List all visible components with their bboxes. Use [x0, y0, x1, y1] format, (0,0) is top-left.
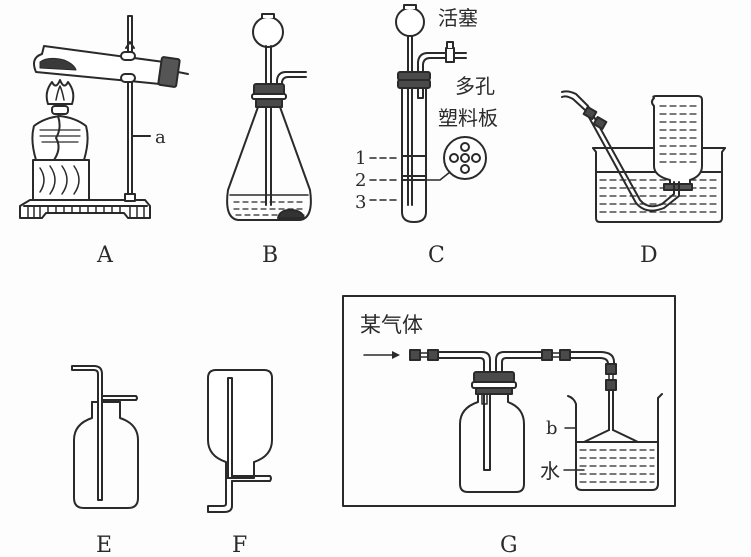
delivery-tube-with-stopcock — [417, 41, 467, 77]
wood-block — [32, 159, 90, 201]
gas-bottle-f-inverted — [207, 369, 273, 479]
label-porous: 多孔 — [455, 74, 495, 98]
test-tube-tilted — [33, 41, 189, 88]
short-tube-e — [101, 395, 138, 401]
long-neck-funnel — [252, 13, 284, 206]
level-2: 2 — [355, 170, 366, 191]
inlet-tube — [409, 349, 491, 471]
label-plastic-plate: 塑料板 — [438, 106, 498, 130]
alcohol-lamp — [31, 79, 89, 161]
panel-e: E — [71, 365, 139, 557]
gas-washing-bottle-g — [459, 371, 525, 493]
label-some-gas: 某气体 — [360, 313, 423, 337]
panel-label-d: D — [640, 243, 658, 268]
level-1: 1 — [355, 148, 366, 169]
iron-stand-base — [19, 199, 151, 219]
label-a: a — [155, 127, 166, 148]
test-tube-c — [397, 71, 431, 223]
panel-g: 某气体 — [342, 295, 676, 557]
long-tube-f — [227, 377, 233, 479]
porous-plate-detail — [425, 136, 487, 181]
panel-c: 活塞 多孔 塑料板 1 2 3 C — [355, 4, 498, 268]
gas-flow-arrow — [363, 351, 400, 359]
panel-label-c: C — [428, 243, 445, 268]
level-3: 3 — [355, 192, 366, 213]
panel-b: B — [226, 13, 312, 268]
panel-label-e: E — [96, 533, 112, 557]
panel-label-f: F — [232, 533, 247, 557]
long-tube-e — [71, 365, 103, 501]
label-stopcock: 活塞 — [438, 6, 478, 30]
panel-g-frame — [342, 295, 676, 507]
panel-label-b: B — [262, 243, 278, 268]
collecting-bottle-inverted — [651, 95, 703, 191]
conical-flask — [226, 83, 312, 221]
panel-d: D — [561, 90, 726, 268]
delivery-tube-d — [561, 90, 680, 212]
iron-stand-rod — [124, 15, 151, 202]
delivery-tube — [276, 71, 307, 93]
label-water: 水 — [540, 459, 560, 483]
label-b: b — [546, 418, 558, 439]
panel-f: F — [207, 369, 273, 557]
gas-bottle-e — [73, 401, 139, 509]
panel-label-a: A — [96, 243, 114, 268]
outlet-tube — [495, 349, 617, 431]
panel-a: a A — [19, 15, 189, 268]
bent-tube-f — [207, 475, 272, 513]
panel-label-g: G — [500, 533, 518, 557]
inverted-funnel — [583, 429, 639, 443]
level-markers — [369, 157, 401, 201]
